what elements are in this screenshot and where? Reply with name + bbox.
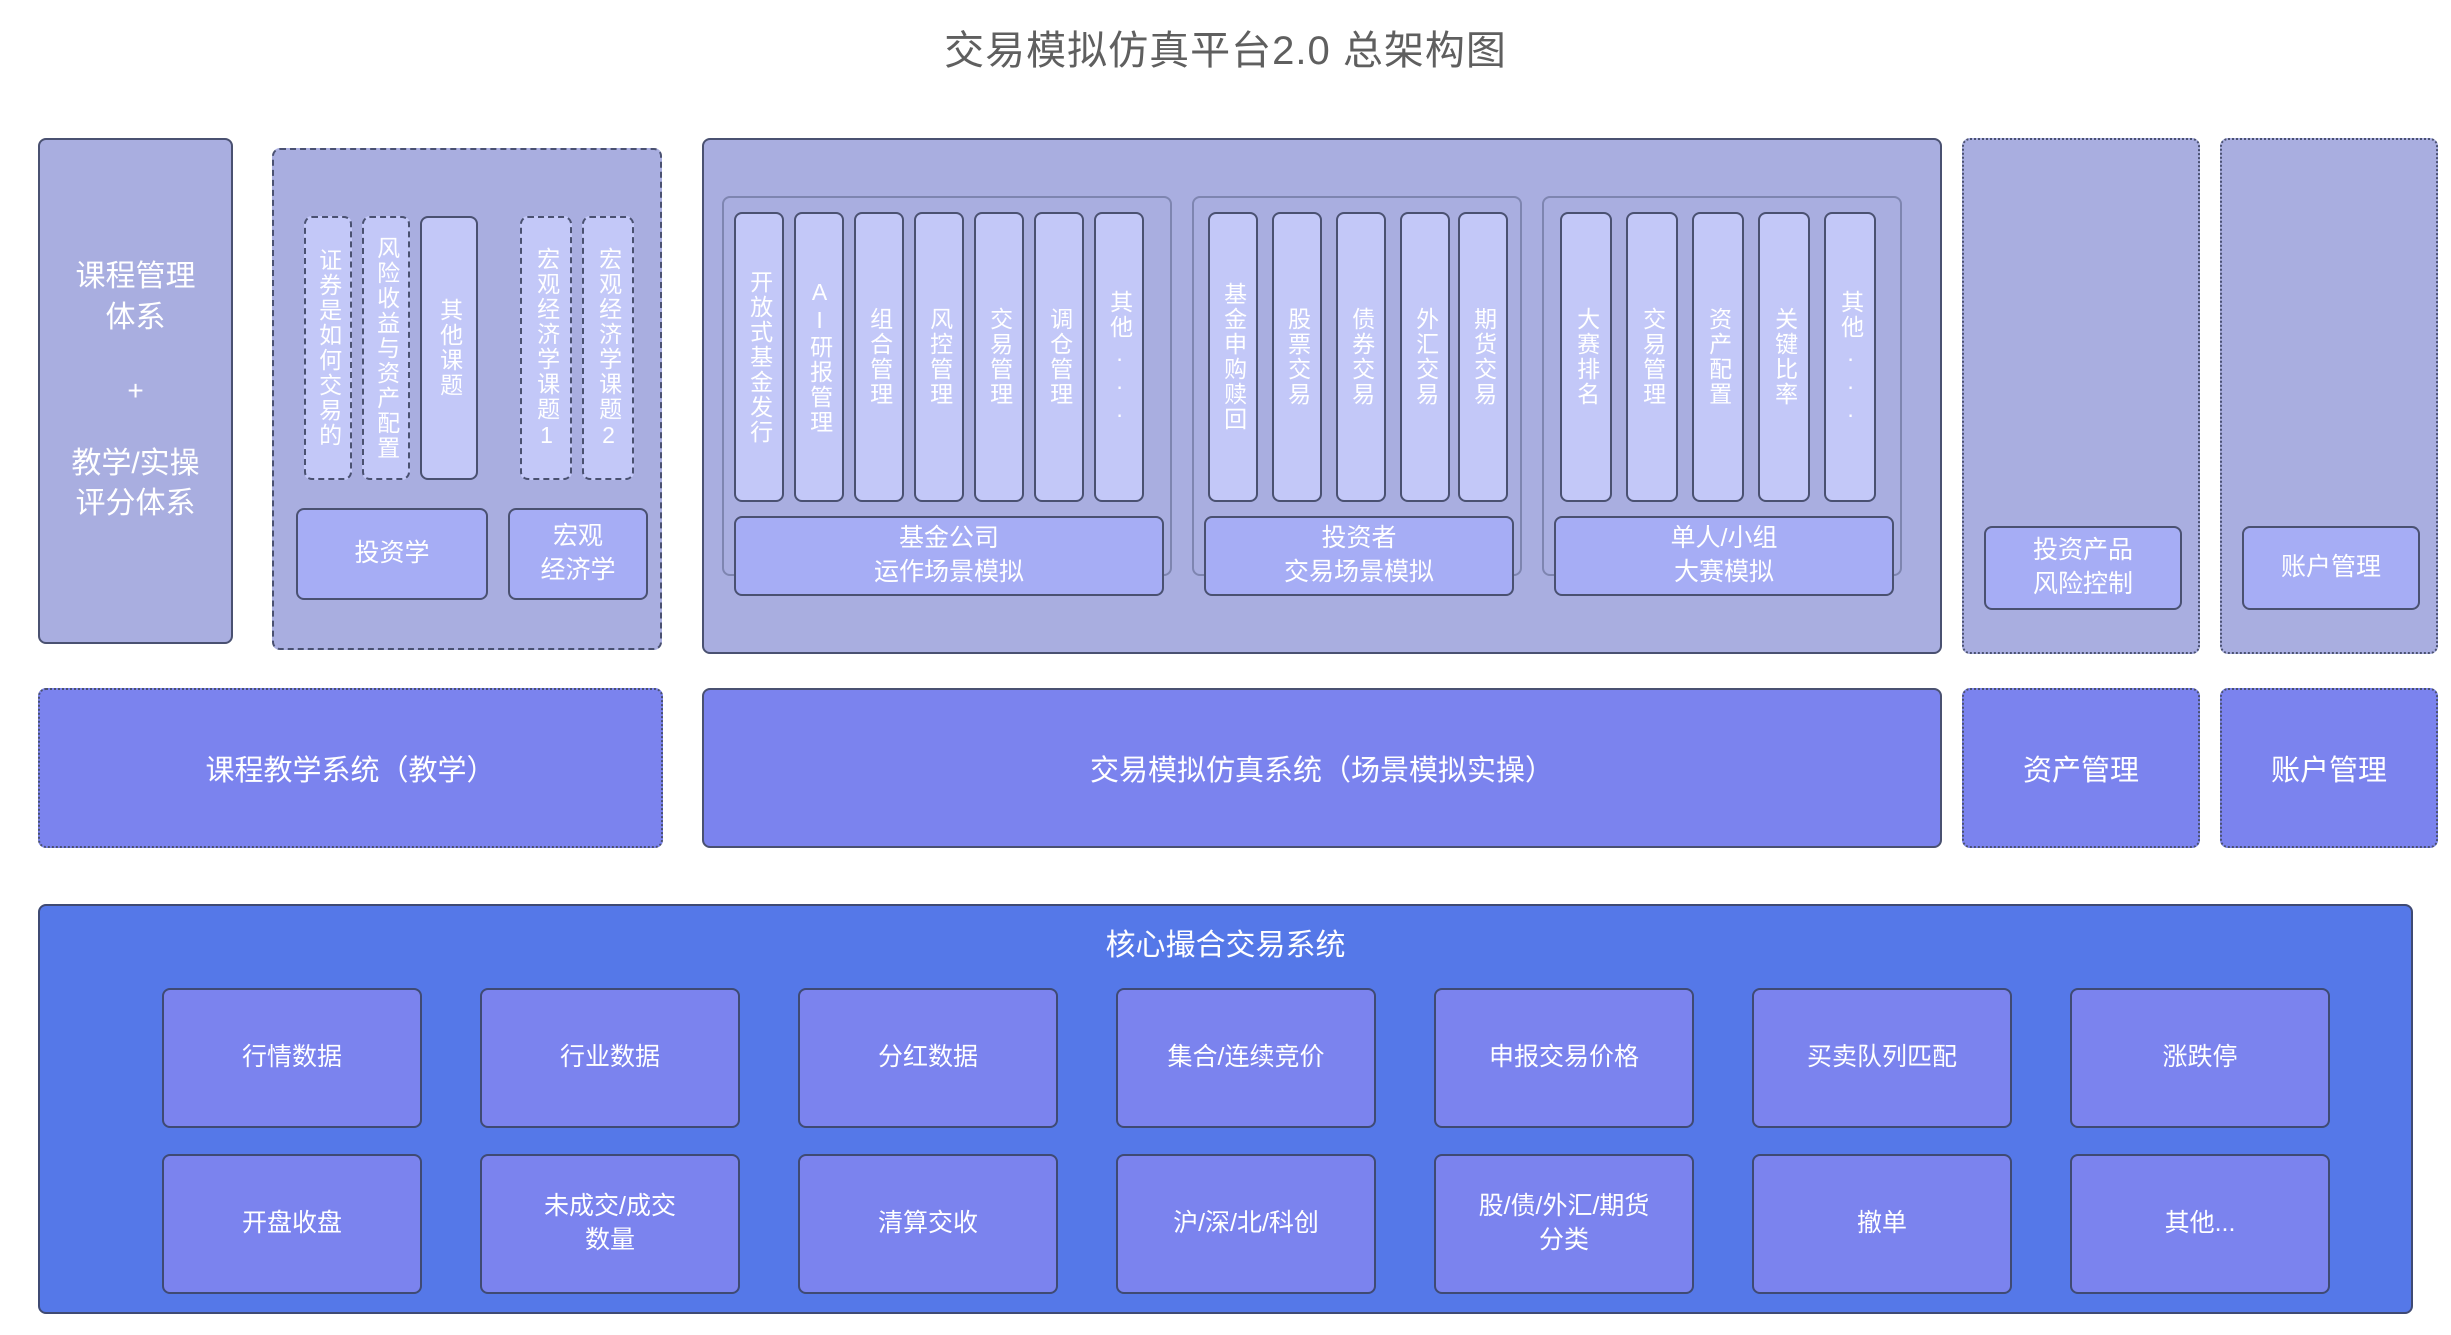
system-bar-course-teaching[interactable]: 课程教学系统（教学） [38,688,663,848]
core-cell-other[interactable]: 其他... [2070,1154,2330,1294]
pillar-trade-management[interactable]: 交易管理 [974,212,1024,502]
pillar-ai-research-report[interactable]: AI研报管理 [794,212,844,502]
course-pillar-other-topics[interactable]: 其他课题 [420,216,478,480]
course-title-line3: 教学/实操 [71,446,200,480]
core-cell-call-continuous-auction[interactable]: 集合/连续竞价 [1116,988,1376,1128]
course-title-line2: 体系 [105,300,166,334]
pillar-open-fund-issue[interactable]: 开放式基金发行 [734,212,784,502]
pillar-portfolio-management[interactable]: 组合管理 [854,212,904,502]
course-content-panel[interactable]: 证券是如何交易的 风险收益与资产配置 其他课题 宏观经济学课题1 宏观经济学课题… [272,148,662,650]
course-pillar-macro-topic-2[interactable]: 宏观经济学课题2 [582,216,634,480]
pillar-contest-ranking[interactable]: 大赛排名 [1560,212,1612,502]
core-cell-market-boards[interactable]: 沪/深/北/科创 [1116,1154,1376,1294]
caption-account-management-top[interactable]: 账户管理 [2242,526,2420,610]
core-cell-market-data[interactable]: 行情数据 [162,988,422,1128]
core-system-title: 核心撮合交易系统 [1105,929,1346,962]
core-matching-system-panel: 核心撮合交易系统 行情数据 行业数据 分红数据 集合/连续竞价 申报交易价格 买… [38,904,2413,1314]
risk-control-panel[interactable]: 投资产品 风险控制 [1962,138,2200,654]
account-management-panel[interactable]: 账户管理 [2220,138,2438,654]
caption-contest-simulation[interactable]: 单人/小组 大赛模拟 [1554,516,1894,596]
plus-sign: + [127,375,144,407]
course-caption-investment[interactable]: 投资学 [296,508,488,600]
caption-fund-company-simulation[interactable]: 基金公司 运作场景模拟 [734,516,1164,596]
course-pillar-macro-topic-1[interactable]: 宏观经济学课题1 [520,216,572,480]
course-title-line4: 评分体系 [75,487,196,521]
investor-group: 基金申购赎回 股票交易 债券交易 外汇交易 期货交易 投资者 交易场景模拟 [1192,196,1522,596]
pillar-other-fund[interactable]: 其他... [1094,212,1144,502]
course-management-label: 课程管理 体系 + 教学/实操 评分体系 [40,140,231,642]
page-title: 交易模拟仿真平台2.0 总架构图 [944,29,1507,73]
system-bar-trading-simulation[interactable]: 交易模拟仿真系统（场景模拟实操） [702,688,1942,848]
pillar-asset-allocation[interactable]: 资产配置 [1692,212,1744,502]
core-cell-price-limit[interactable]: 涨跌停 [2070,988,2330,1128]
core-cell-industry-data[interactable]: 行业数据 [480,988,740,1128]
caption-product-risk-control[interactable]: 投资产品 风险控制 [1984,526,2182,610]
pillar-key-ratios[interactable]: 关键比率 [1758,212,1810,502]
pillar-contest-trade-management[interactable]: 交易管理 [1626,212,1678,502]
simulation-panel[interactable]: 开放式基金发行 AI研报管理 组合管理 风控管理 交易管理 调仓管理 其他...… [702,138,1942,654]
course-caption-macroeconomics[interactable]: 宏观 经济学 [508,508,648,600]
core-cell-dividend-data[interactable]: 分红数据 [798,988,1058,1128]
course-management-panel[interactable]: 课程管理 体系 + 教学/实操 评分体系 [38,138,233,644]
course-pillar-risk-return[interactable]: 风险收益与资产配置 [362,216,410,480]
course-title-line1: 课程管理 [75,260,196,294]
core-cell-asset-class-category[interactable]: 股/债/外汇/期货 分类 [1434,1154,1694,1294]
course-pillar-securities[interactable]: 证券是如何交易的 [304,216,352,480]
pillar-risk-control-management[interactable]: 风控管理 [914,212,964,502]
caption-investor-simulation[interactable]: 投资者 交易场景模拟 [1204,516,1514,596]
system-bar-asset-management[interactable]: 资产管理 [1962,688,2200,848]
system-bar-account-management[interactable]: 账户管理 [2220,688,2438,848]
contest-group: 大赛排名 交易管理 资产配置 关键比率 其他... 单人/小组 大赛模拟 [1542,196,1902,596]
pillar-rebalance-management[interactable]: 调仓管理 [1034,212,1084,502]
pillar-stock-trading[interactable]: 股票交易 [1272,212,1322,502]
pillar-fund-subscription-redemption[interactable]: 基金申购赎回 [1208,212,1258,502]
fund-company-group: 开放式基金发行 AI研报管理 组合管理 风控管理 交易管理 调仓管理 其他...… [722,196,1172,596]
pillar-bond-trading[interactable]: 债券交易 [1336,212,1386,502]
pillar-futures-trading[interactable]: 期货交易 [1458,212,1508,502]
core-cell-declared-trade-price[interactable]: 申报交易价格 [1434,988,1694,1128]
core-cell-open-close[interactable]: 开盘收盘 [162,1154,422,1294]
core-cell-cancel-order[interactable]: 撤单 [1752,1154,2012,1294]
core-cell-order-queue-matching[interactable]: 买卖队列匹配 [1752,988,2012,1128]
core-cell-clearing-settlement[interactable]: 清算交收 [798,1154,1058,1294]
pillar-other-contest[interactable]: 其他... [1824,212,1876,502]
pillar-forex-trading[interactable]: 外汇交易 [1400,212,1450,502]
core-cell-filled-unfilled-qty[interactable]: 未成交/成交 数量 [480,1154,740,1294]
